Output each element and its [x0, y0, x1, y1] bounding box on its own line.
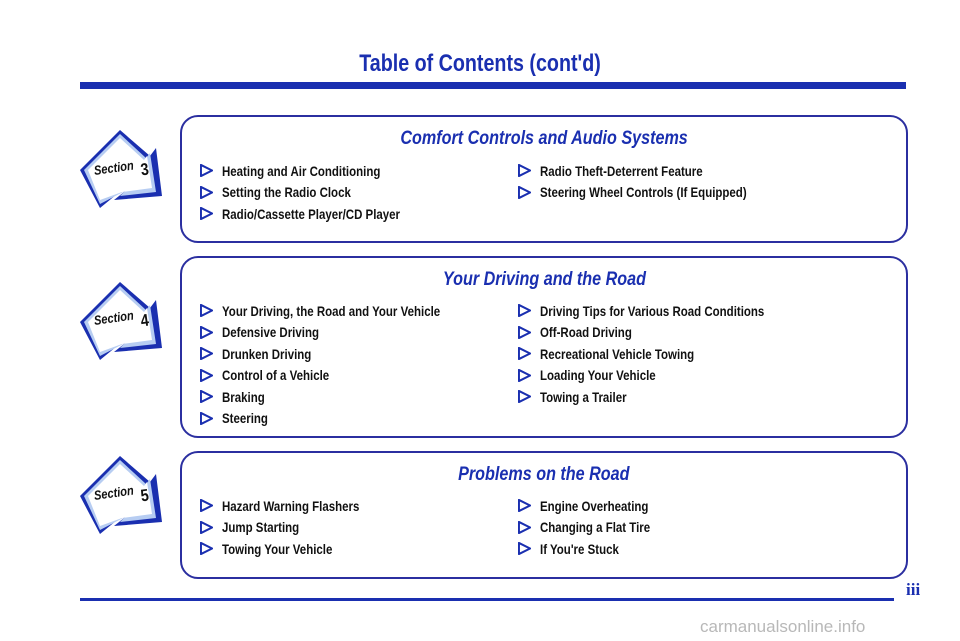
toc-entry[interactable]: Engine Overheating: [518, 495, 674, 517]
toc-entry[interactable]: Drunken Driving: [200, 343, 488, 365]
toc-entry[interactable]: Hazard Warning Flashers: [200, 495, 390, 517]
toc-entry[interactable]: Changing a Flat Tire: [518, 517, 674, 539]
footer-rule: [80, 598, 894, 601]
toc-entry[interactable]: Towing Your Vehicle: [200, 538, 390, 560]
section-arrow-icon: [80, 456, 162, 534]
section-5-badge[interactable]: Section 5: [70, 444, 170, 544]
bullet-arrow-icon: [200, 411, 213, 425]
section-4-right-list: Driving Tips for Various Road Conditions…: [518, 300, 814, 408]
bullet-arrow-icon: [518, 390, 531, 404]
title-rule: [80, 82, 906, 89]
bullet-arrow-icon: [518, 520, 531, 534]
section-4-panel: Your Driving and the Road Your Driving, …: [180, 256, 908, 438]
bullet-arrow-icon: [518, 499, 531, 513]
toc-entry[interactable]: Off-Road Driving: [518, 322, 814, 344]
section-5-panel: Problems on the Road Hazard Warning Flas…: [180, 451, 908, 579]
toc-entry[interactable]: Recreational Vehicle Towing: [518, 343, 814, 365]
toc-entry[interactable]: Defensive Driving: [200, 322, 488, 344]
bullet-arrow-icon: [518, 347, 531, 361]
toc-entry[interactable]: Heating and Air Conditioning: [200, 160, 439, 182]
bullet-arrow-icon: [518, 164, 531, 178]
toc-entry[interactable]: Towing a Trailer: [518, 386, 814, 408]
bullet-arrow-icon: [518, 368, 531, 382]
section-3-left-list: Heating and Air Conditioning Setting the…: [200, 160, 439, 225]
page-number: iii: [906, 580, 921, 599]
toc-entry[interactable]: Radio/Cassette Player/CD Player: [200, 203, 439, 225]
bullet-arrow-icon: [200, 185, 213, 199]
bullet-arrow-icon: [200, 520, 213, 534]
bullet-arrow-icon: [200, 368, 213, 382]
bullet-arrow-icon: [200, 499, 213, 513]
toc-entry[interactable]: Control of a Vehicle: [200, 365, 488, 387]
section-5-right-list: Engine Overheating Changing a Flat Tire …: [518, 495, 674, 560]
bullet-arrow-icon: [518, 185, 531, 199]
toc-entry[interactable]: Steering Wheel Controls (If Equipped): [518, 182, 792, 204]
bullet-arrow-icon: [200, 542, 213, 556]
bullet-arrow-icon: [200, 164, 213, 178]
toc-entry[interactable]: Braking: [200, 386, 488, 408]
toc-entry[interactable]: If You're Stuck: [518, 538, 674, 560]
page-title: Table of Contents (cont'd): [359, 50, 601, 77]
bullet-arrow-icon: [200, 325, 213, 339]
toc-entry[interactable]: Radio Theft-Deterrent Feature: [518, 160, 792, 182]
section-5-title: Problems on the Road: [458, 464, 630, 485]
bullet-arrow-icon: [200, 304, 213, 318]
bullet-arrow-icon: [200, 390, 213, 404]
section-arrow-icon: [80, 130, 162, 208]
section-3-title: Comfort Controls and Audio Systems: [400, 128, 688, 149]
section-4-title: Your Driving and the Road: [442, 269, 646, 290]
section-3-panel: Comfort Controls and Audio Systems Heati…: [180, 115, 908, 243]
toc-entry[interactable]: Setting the Radio Clock: [200, 182, 439, 204]
toc-entry[interactable]: Loading Your Vehicle: [518, 365, 814, 387]
toc-entry[interactable]: Steering: [200, 408, 488, 430]
toc-entry[interactable]: Driving Tips for Various Road Conditions: [518, 300, 814, 322]
section-3-right-list: Radio Theft-Deterrent Feature Steering W…: [518, 160, 792, 203]
section-arrow-icon: [80, 282, 162, 360]
section-3-badge[interactable]: Section 3: [70, 118, 170, 218]
toc-entry[interactable]: Jump Starting: [200, 517, 390, 539]
section-5-left-list: Hazard Warning Flashers Jump Starting To…: [200, 495, 390, 560]
bullet-arrow-icon: [200, 207, 213, 221]
bullet-arrow-icon: [518, 304, 531, 318]
section-4-badge[interactable]: Section 4: [70, 270, 170, 370]
bullet-arrow-icon: [518, 325, 531, 339]
bullet-arrow-icon: [200, 347, 213, 361]
watermark-text: carmanualsonline.info: [700, 617, 866, 636]
toc-entry[interactable]: Your Driving, the Road and Your Vehicle: [200, 300, 488, 322]
bullet-arrow-icon: [518, 542, 531, 556]
section-4-left-list: Your Driving, the Road and Your Vehicle …: [200, 300, 488, 429]
